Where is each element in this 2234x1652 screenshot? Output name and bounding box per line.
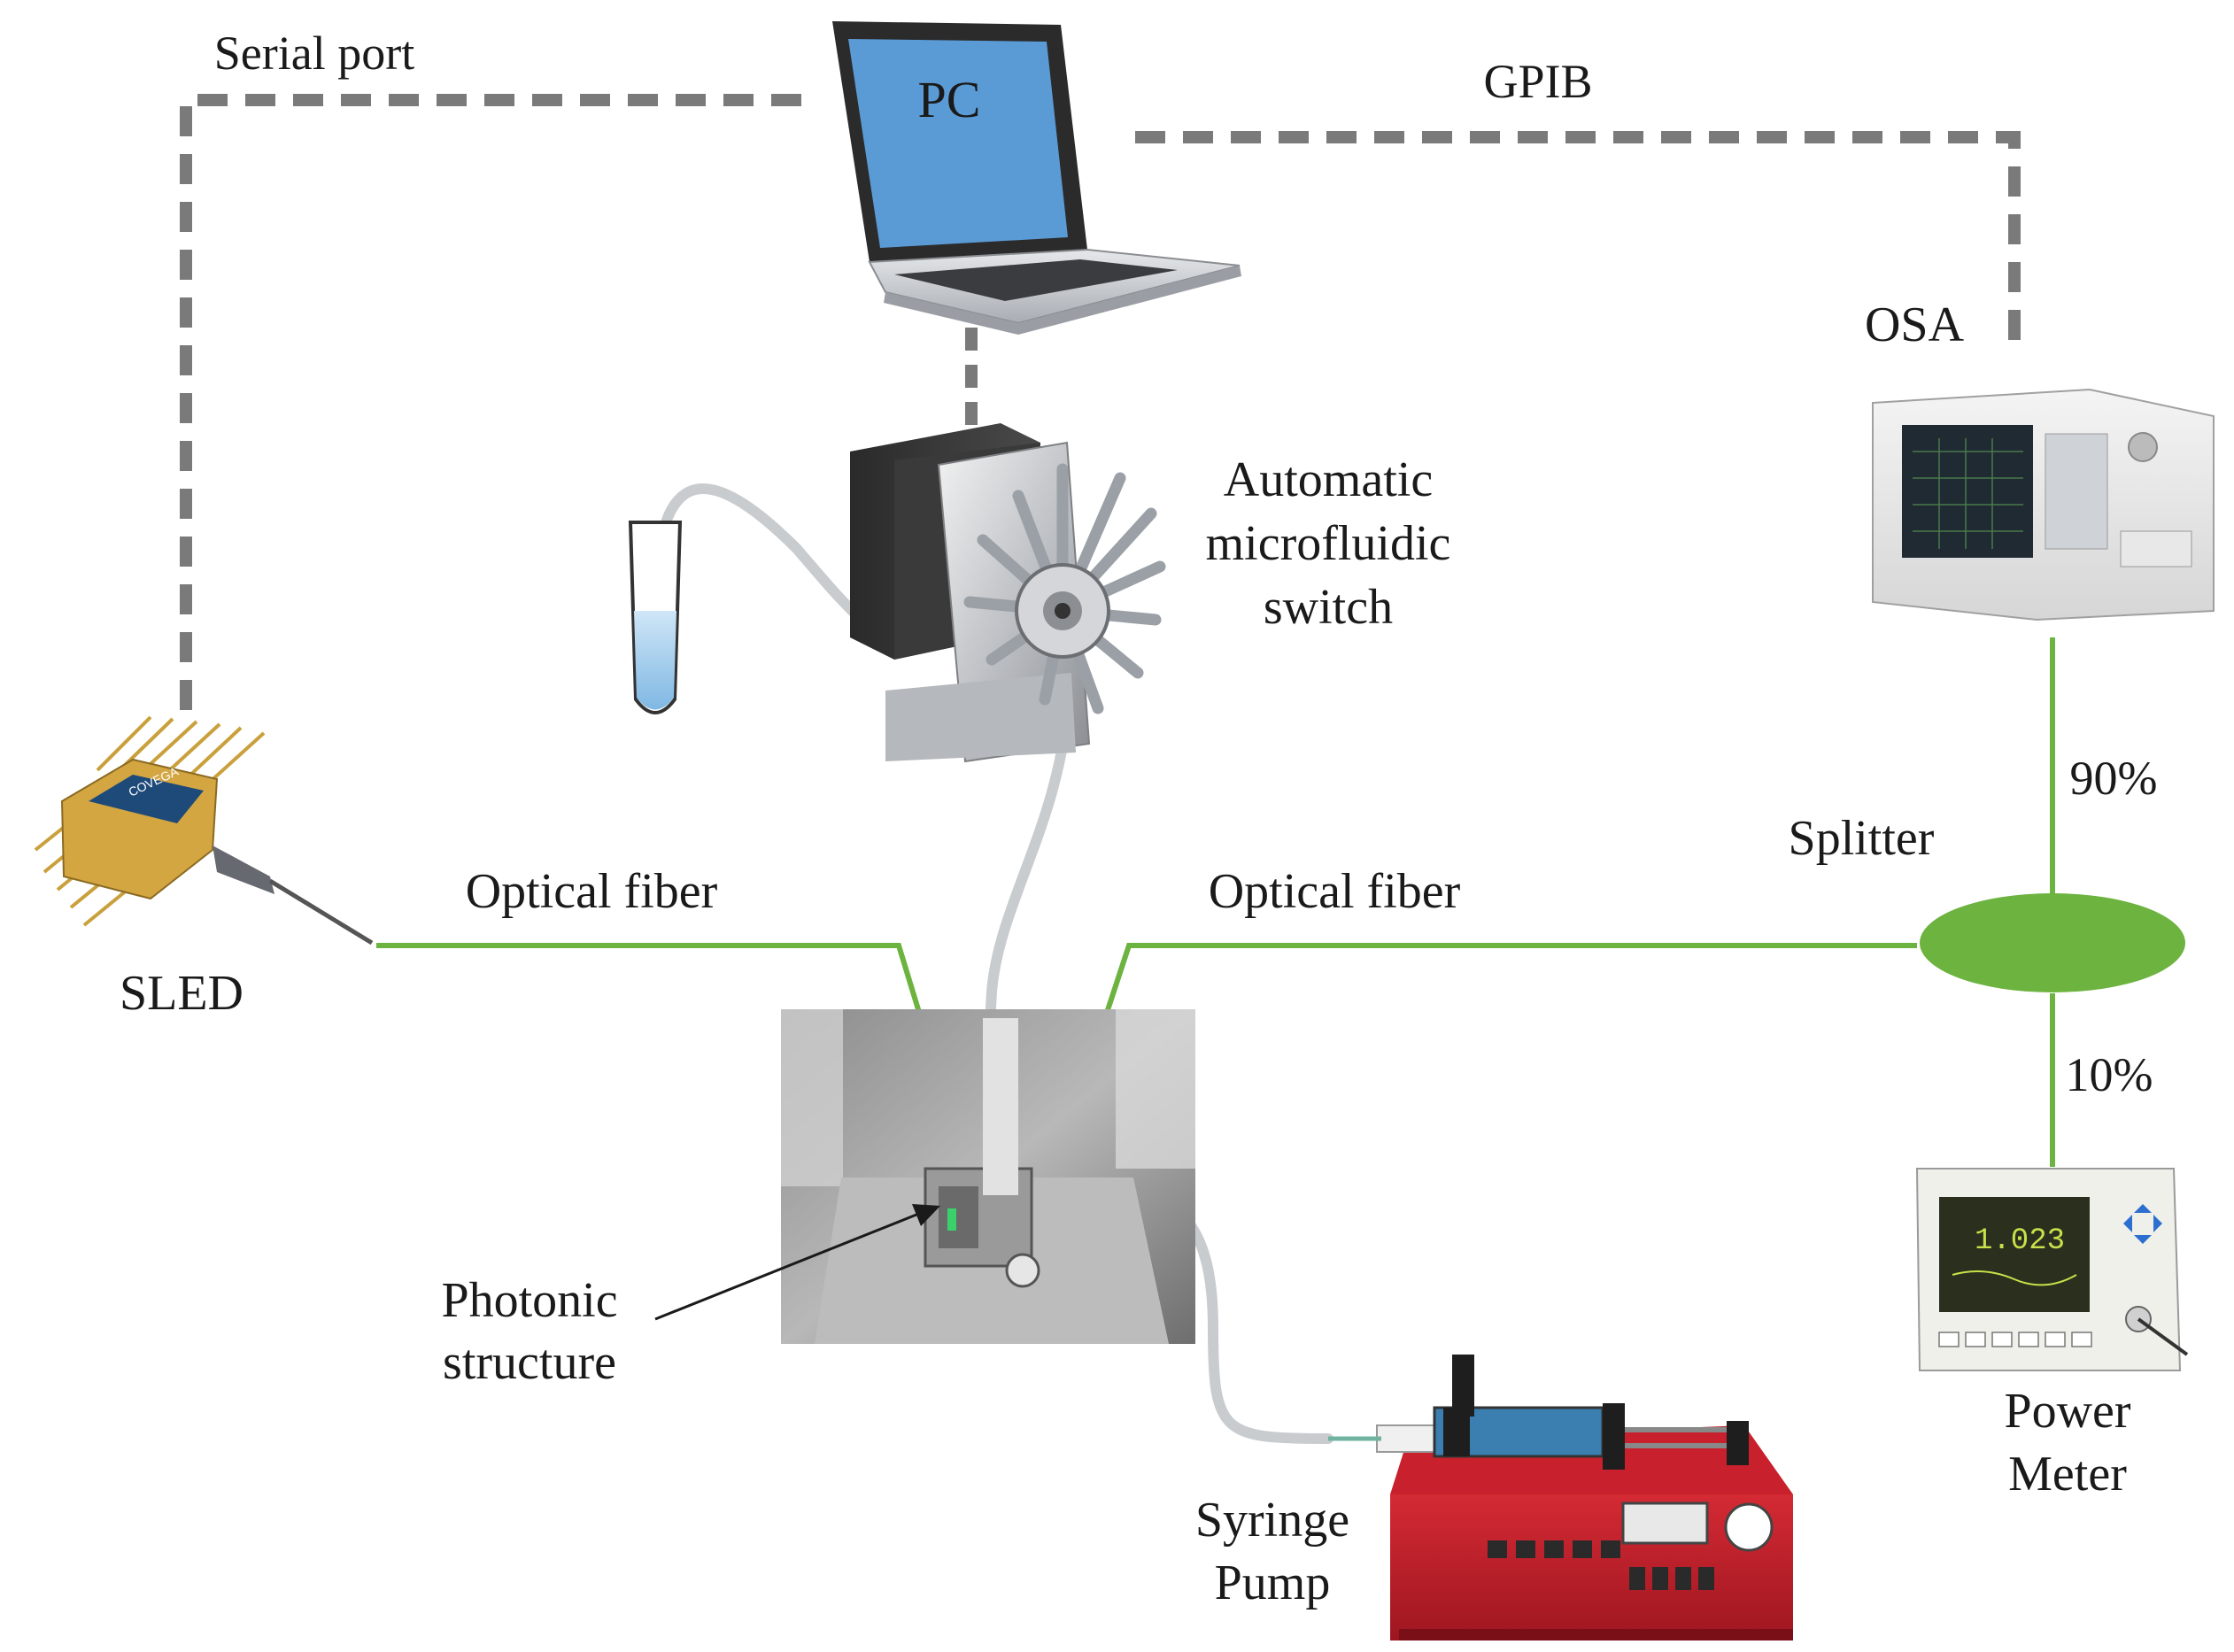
optical-fiber-left-label: Optical fiber — [466, 864, 718, 919]
power-meter-buttons — [1938, 1332, 2092, 1347]
serial-port-label: Serial port — [214, 27, 414, 80]
power-meter-instrument: 1.023 — [1915, 1168, 2189, 1371]
auto-switch-label-2: microfluidic — [1206, 516, 1451, 571]
osa-instrument — [1872, 388, 2215, 621]
pump-keys — [1488, 1540, 1714, 1590]
syringe-pump-label-2: Pump — [1215, 1556, 1331, 1610]
osa-screen-grid — [1913, 438, 2023, 549]
syringe-pump — [1328, 1355, 1793, 1640]
splitter-ellipse — [1920, 893, 2185, 992]
osa-label: OSA — [1865, 297, 1965, 352]
microfluidic-switch — [850, 423, 1166, 763]
optical-fiber-left-line — [376, 943, 924, 1019]
gpib-cable — [1135, 131, 2021, 350]
photonic-structure-label-2: structure — [443, 1335, 616, 1390]
gpib-label: GPIB — [1483, 55, 1592, 108]
power-meter-label-1: Power — [2004, 1384, 2130, 1439]
splitter-label: Splitter — [1789, 811, 1935, 866]
power-meter-label-2: Meter — [2008, 1447, 2127, 1501]
test-tube — [628, 521, 683, 714]
percent-90-label: 90% — [2070, 752, 2158, 805]
auto-switch-label-1: Automatic — [1224, 452, 1433, 507]
power-meter-reading: 1.023 — [1975, 1224, 2065, 1258]
optical-fiber-right-label: Optical fiber — [1209, 864, 1461, 919]
photonic-structure-photo — [781, 1009, 1195, 1344]
photonic-structure-label-1: Photonic — [441, 1273, 617, 1328]
syringe-pump-label-1: Syringe — [1195, 1493, 1349, 1548]
photonic-arrow — [654, 1204, 940, 1321]
sled-module: COVEGA — [34, 715, 374, 946]
sled-label: SLED — [120, 966, 243, 1021]
auto-switch-label-3: switch — [1264, 580, 1393, 635]
pc-label: PC — [918, 71, 981, 128]
laptop-pc — [832, 21, 1241, 335]
serial-port-cable — [180, 94, 801, 713]
percent-10-label: 10% — [2066, 1048, 2153, 1101]
optical-fiber-right-line — [1102, 943, 1917, 1019]
